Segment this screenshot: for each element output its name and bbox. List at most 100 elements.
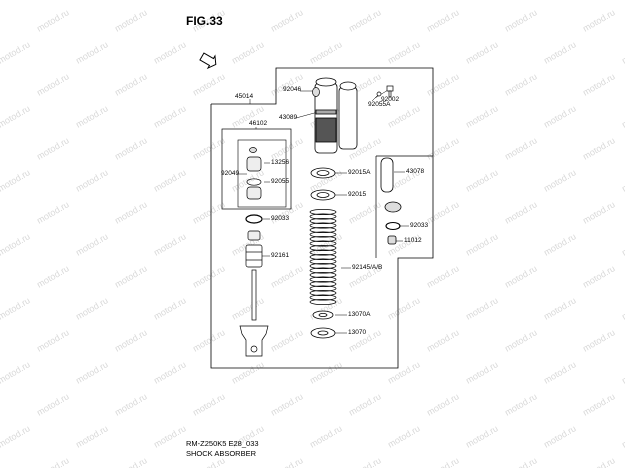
watermark-text: motod.ru (230, 359, 266, 385)
callout-13256: 13256 (271, 159, 290, 166)
watermark-text: motod.ru (191, 199, 227, 225)
watermark-text: motod.ru (542, 39, 578, 65)
watermark-text: motod.ru (542, 359, 578, 385)
watermark-text: motod.ru (503, 455, 539, 468)
watermark-text: motod.ru (503, 135, 539, 161)
watermark-text: motod.ru (113, 391, 149, 417)
watermark-text: motod.ru (74, 0, 110, 2)
part-bumper-small (249, 147, 257, 153)
spring-coil (309, 226, 337, 233)
spring-coil (309, 249, 337, 256)
watermark-text: motod.ru (35, 263, 71, 289)
watermark-text: motod.ru (113, 135, 149, 161)
watermark-text: motod.ru (581, 135, 617, 161)
watermark-text: motod.ru (0, 359, 32, 385)
watermark-text: motod.ru (503, 263, 539, 289)
watermark-text: motod.ru (581, 327, 617, 353)
watermark-text: motod.ru (620, 167, 625, 193)
callout-92145AB: 92145/A/B (352, 264, 383, 271)
rod-assembly-inner-box (237, 139, 287, 208)
watermark-text: motod.ru (503, 327, 539, 353)
watermark-text: motod.ru (386, 359, 422, 385)
watermark-text: motod.ru (191, 71, 227, 97)
watermark-text: motod.ru (308, 39, 344, 65)
watermark-text: motod.ru (464, 103, 500, 129)
watermark-text: motod.ru (269, 7, 305, 33)
spring-92145 (309, 208, 337, 305)
watermark-text: motod.ru (113, 263, 149, 289)
watermark-text: motod.ru (425, 7, 461, 33)
watermark-text: motod.ru (581, 391, 617, 417)
shock-body-43089 (314, 77, 358, 154)
spring-coil (309, 235, 337, 242)
watermark-text: motod.ru (581, 455, 617, 468)
watermark-text: motod.ru (0, 103, 32, 129)
watermark-text: motod.ru (269, 71, 305, 97)
watermark-text: motod.ru (35, 391, 71, 417)
watermark-text: motod.ru (581, 7, 617, 33)
part-43078 (380, 157, 394, 193)
spring-coil (309, 222, 337, 229)
callout-92015: 92015 (348, 191, 367, 198)
watermark-text: motod.ru (74, 103, 110, 129)
watermark-text: motod.ru (581, 263, 617, 289)
watermark-text: motod.ru (74, 295, 110, 321)
watermark-text: motod.ru (191, 135, 227, 161)
watermark-text: motod.ru (464, 39, 500, 65)
callout-92055A: 92055A (368, 101, 391, 108)
watermark-text: motod.ru (269, 327, 305, 353)
watermark-text: motod.ru (464, 295, 500, 321)
watermark-text: motod.ru (425, 135, 461, 161)
watermark-text: motod.ru (386, 423, 422, 449)
watermark-text: motod.ru (230, 39, 266, 65)
watermark-text: motod.ru (35, 7, 71, 33)
watermark-text: motod.ru (620, 423, 625, 449)
part-cap-reservoir (384, 201, 402, 213)
watermark-text: motod.ru (113, 455, 149, 468)
watermark-text: motod.ru (425, 71, 461, 97)
rod-clevis (239, 325, 269, 357)
watermark-text: motod.ru (308, 231, 344, 257)
watermark-text: motod.ru (74, 231, 110, 257)
part-92055A (376, 91, 382, 97)
watermark-text: motod.ru (425, 263, 461, 289)
watermark-text: motod.ru (542, 167, 578, 193)
watermark-text: motod.ru (581, 199, 617, 225)
watermark-text: motod.ru (542, 231, 578, 257)
watermark-text: motod.ru (191, 263, 227, 289)
watermark-text: motod.ru (74, 167, 110, 193)
watermark-text: motod.ru (152, 423, 188, 449)
watermark-text: motod.ru (152, 231, 188, 257)
spring-coil (309, 280, 337, 287)
watermark-text: motod.ru (581, 71, 617, 97)
part-bump-stop (247, 230, 261, 241)
watermark-text: motod.ru (347, 391, 383, 417)
watermark-text: motod.ru (503, 71, 539, 97)
watermark-text: motod.ru (542, 0, 578, 2)
figure-title: FIG.33 (186, 14, 223, 28)
watermark-text: motod.ru (0, 39, 32, 65)
watermark-text: motod.ru (269, 135, 305, 161)
part-92033b (385, 221, 401, 231)
spring-coil (309, 213, 337, 220)
callout-92046: 92046 (283, 86, 302, 93)
part-92055 (246, 178, 262, 186)
watermark-text: motod.ru (386, 231, 422, 257)
watermark-text: motod.ru (152, 295, 188, 321)
watermark-text: motod.ru (347, 455, 383, 468)
watermark-text: motod.ru (113, 199, 149, 225)
watermark-text: motod.ru (0, 423, 32, 449)
watermark-text: motod.ru (347, 7, 383, 33)
watermark-text: motod.ru (542, 423, 578, 449)
callout-46102: 46102 (249, 120, 268, 127)
callout-92161: 92161 (271, 252, 290, 259)
watermark-text: motod.ru (191, 391, 227, 417)
callout-92049: 92049 (221, 170, 240, 177)
watermark-text: motod.ru (0, 0, 32, 2)
part-92046 (312, 87, 320, 97)
watermark-text: motod.ru (620, 359, 625, 385)
spring-coil (309, 240, 337, 247)
watermark-text: motod.ru (152, 39, 188, 65)
diagram-name: SHOCK ABSORBER (186, 449, 257, 458)
